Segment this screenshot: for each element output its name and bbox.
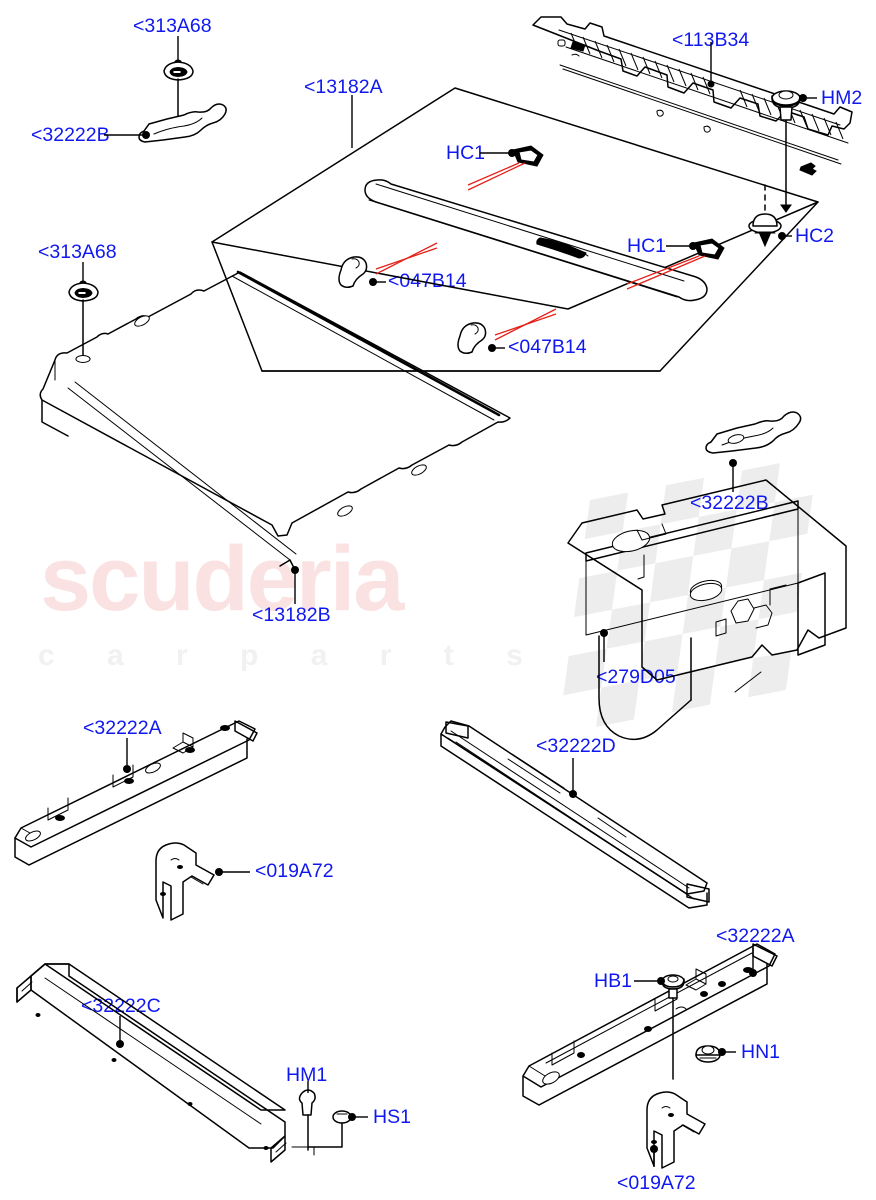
- part-019a72-upper-bracket: [155, 842, 250, 921]
- part-32222d-side-rail: [440, 720, 710, 909]
- callout-hn1[interactable]: HN1: [741, 1041, 781, 1063]
- callout-hm2[interactable]: HM2: [821, 87, 863, 109]
- part-hb1-bolt: [634, 974, 685, 1080]
- part-313a68-mid-assembly: [68, 262, 99, 363]
- callout-hb1[interactable]: HB1: [594, 970, 632, 992]
- callout-32222d[interactable]: <32222D: [536, 735, 616, 757]
- part-hc2-clip: [748, 184, 792, 248]
- part-13182a-floor-panel: [211, 87, 819, 372]
- part-019a72-lower-bracket: [646, 1091, 706, 1169]
- part-hs1-screw: [307, 1110, 368, 1148]
- callout-hs1[interactable]: HS1: [373, 1106, 411, 1128]
- callout-019a72-upper[interactable]: <019A72: [255, 860, 334, 882]
- part-113b34-sill-plate: [532, 16, 853, 176]
- part-32222c-crossmember: [16, 963, 368, 1163]
- part-hc1-upper: [467, 145, 544, 191]
- callout-hc2[interactable]: HC2: [795, 225, 835, 247]
- part-313a68-upper-assembly: [104, 36, 227, 143]
- part-32222a-right-crossmember: [522, 943, 778, 1169]
- callout-hc1-upper[interactable]: HC1: [446, 142, 486, 164]
- part-32222b-right-bracket: [705, 411, 802, 492]
- part-047b14-upper: [338, 242, 438, 289]
- part-cargo-cover-panel: [364, 179, 708, 302]
- part-hc1-lower: [626, 238, 725, 290]
- callout-113b34[interactable]: <113B34: [672, 29, 750, 51]
- callout-32222b-upper[interactable]: <32222B: [31, 124, 110, 146]
- watermark-tagline: c a r p a r t s: [38, 639, 545, 672]
- callout-32222a-left[interactable]: <32222A: [83, 717, 162, 739]
- callout-hm1[interactable]: HM1: [286, 1064, 328, 1086]
- callout-047b14-lower[interactable]: <047B14: [508, 336, 587, 358]
- part-hm1-bolt: [298, 1081, 316, 1151]
- part-047b14-lower: [457, 308, 557, 355]
- callout-279d05[interactable]: <279D05: [596, 666, 676, 688]
- part-32222a-left-crossmember: [14, 720, 258, 866]
- part-hm2-bolt: [771, 90, 817, 213]
- part-13182b-cover-panel: [39, 270, 511, 604]
- part-279d05-stowage-tray: [567, 479, 847, 741]
- callout-019a72-lower[interactable]: <019A72: [617, 1172, 696, 1194]
- part-hn1-nut: [695, 1045, 736, 1063]
- callout-hc1-lower[interactable]: HC1: [627, 235, 667, 257]
- callout-13182b[interactable]: <13182B: [252, 604, 331, 626]
- callout-32222a-right[interactable]: <32222A: [716, 925, 795, 947]
- watermark-brand: scuderia: [40, 528, 404, 630]
- callout-32222b-right[interactable]: <32222B: [690, 492, 769, 514]
- callout-313a68-upper[interactable]: <313A68: [133, 15, 212, 37]
- callout-313a68-mid[interactable]: <313A68: [38, 241, 117, 263]
- callout-13182a[interactable]: <13182A: [304, 76, 383, 98]
